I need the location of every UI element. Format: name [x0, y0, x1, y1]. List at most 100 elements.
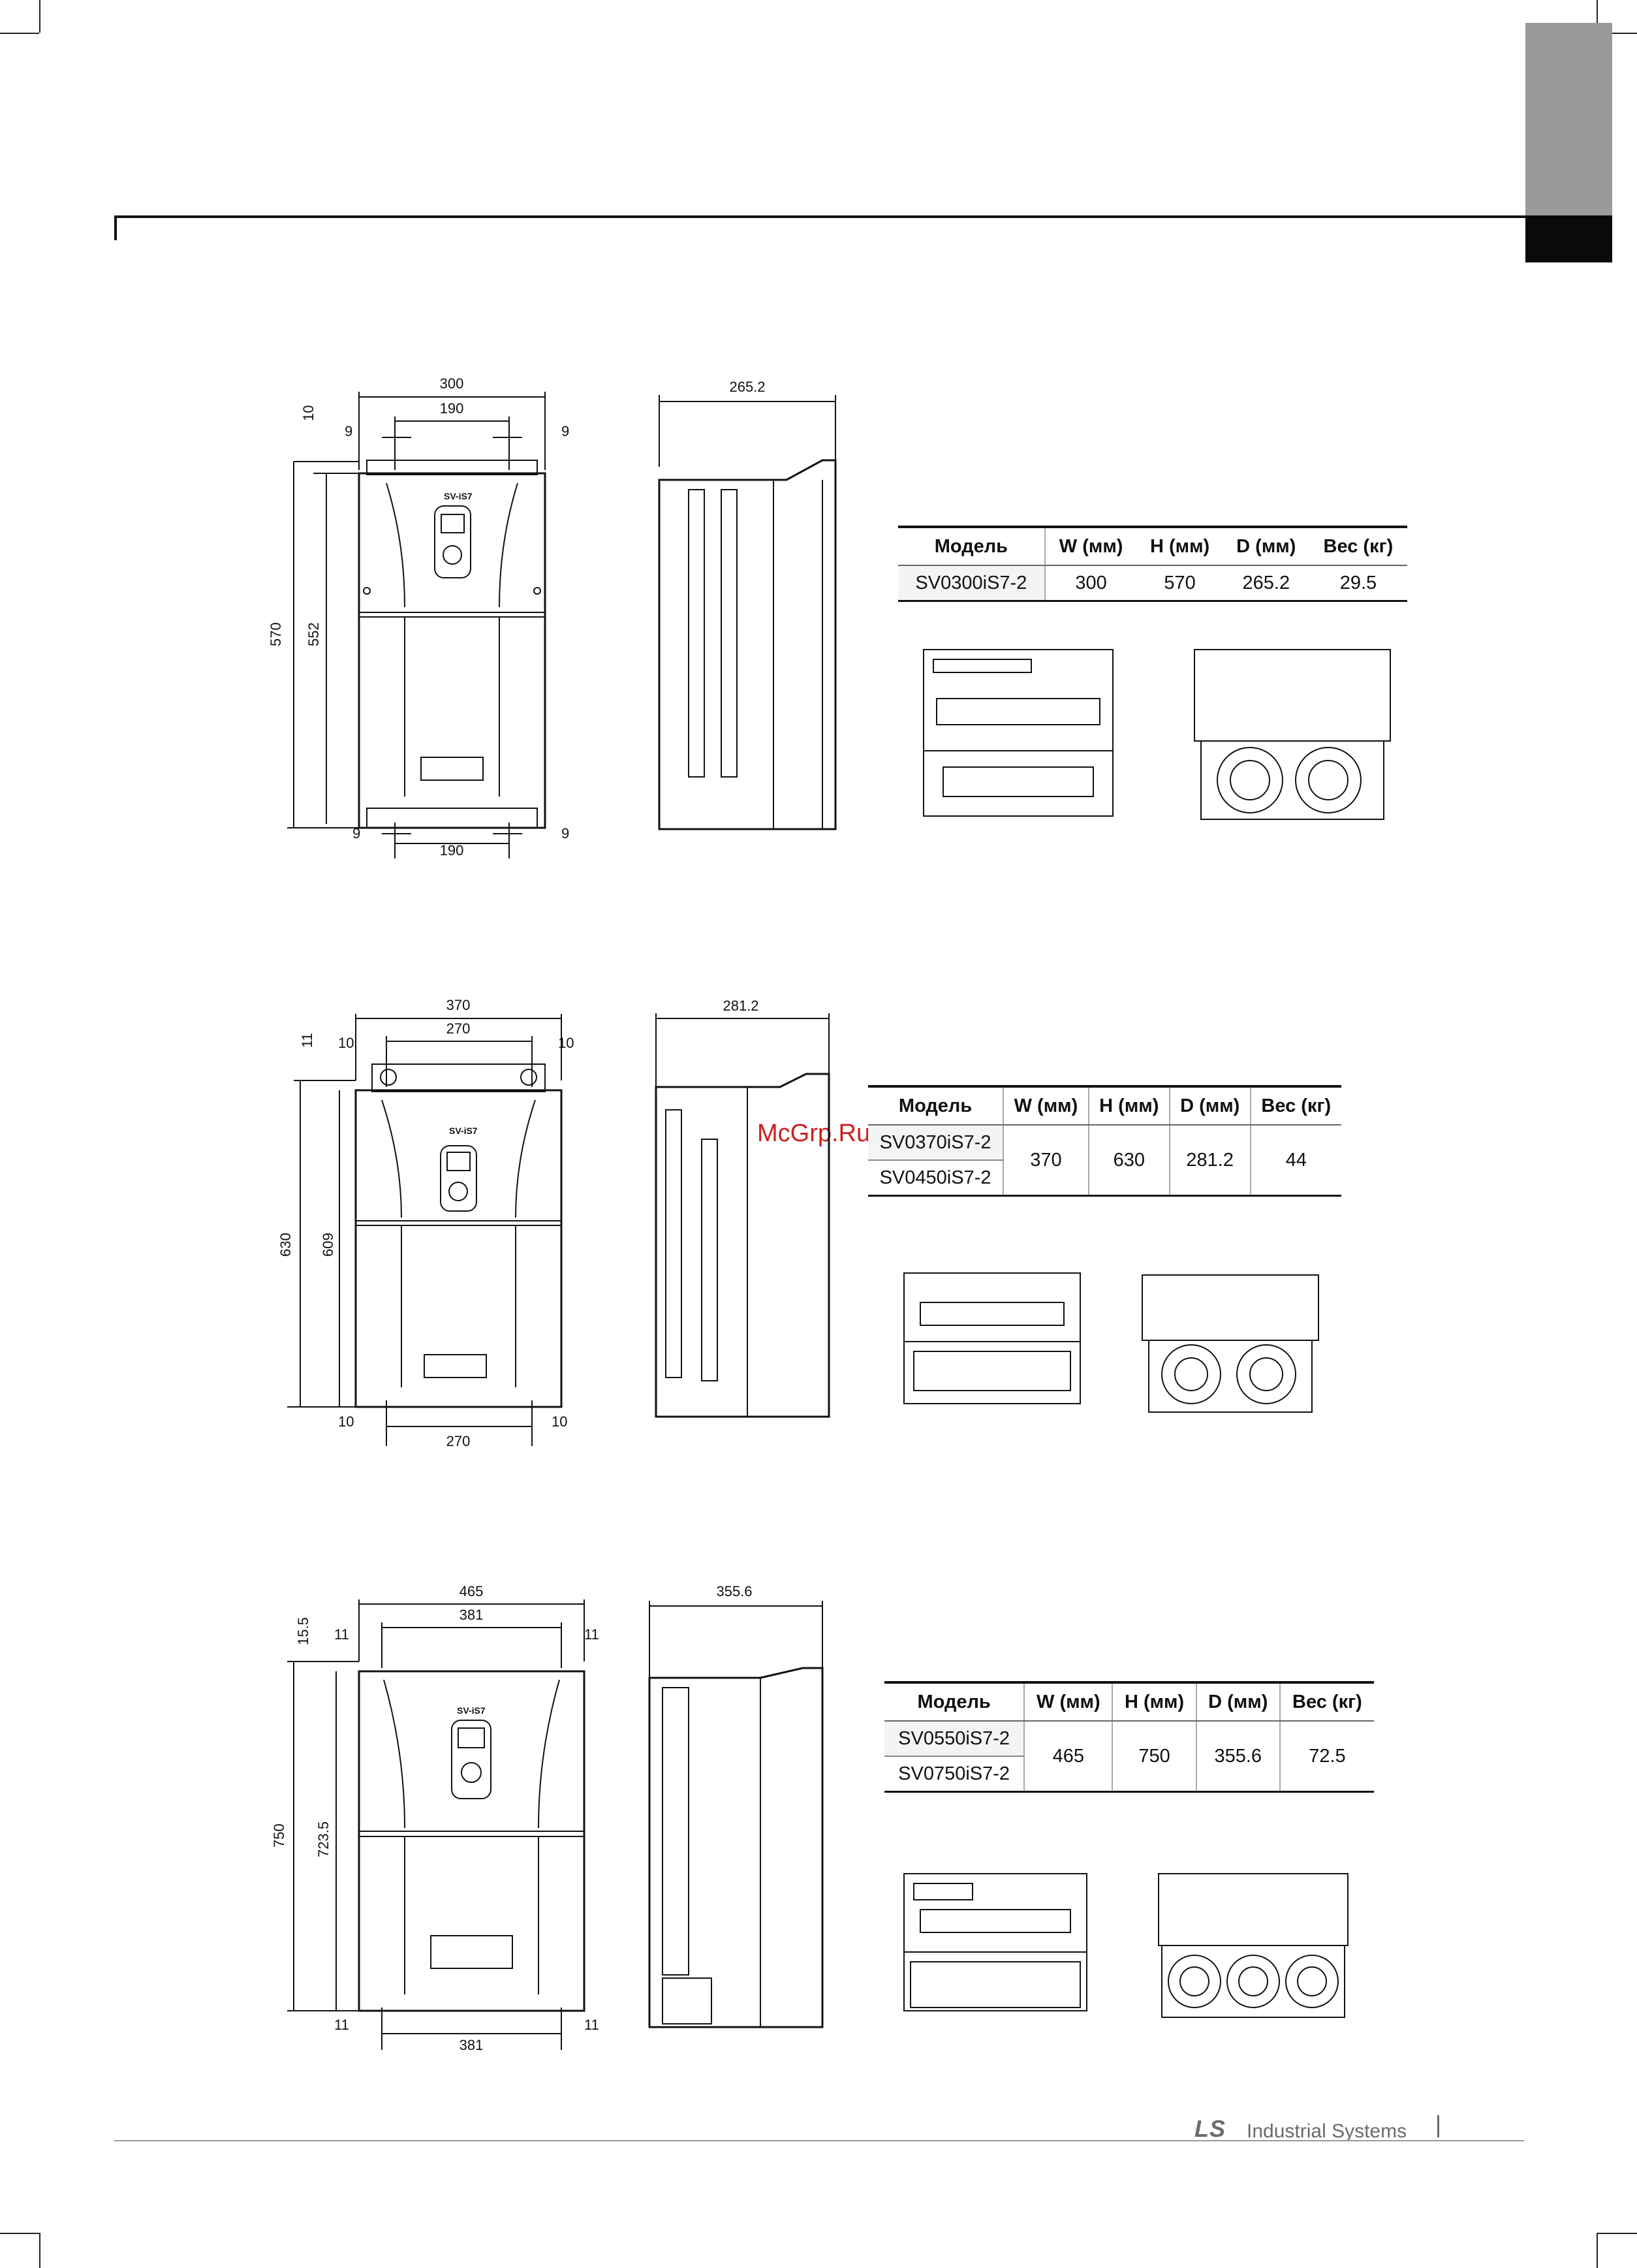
top-view-drawing-1	[923, 649, 1114, 817]
col-header-d: D (мм)	[1196, 1681, 1281, 1722]
dim-side-top-r-3: 11	[584, 1626, 599, 1643]
dim-width-3: 465	[460, 1583, 484, 1599]
crop-mark-br-h	[1598, 2233, 1637, 2234]
model-cell: SV0550iS7-2	[884, 1721, 1025, 1757]
dim-top-offset-3: 15.5	[295, 1617, 311, 1645]
side-view-drawing-3: 355.6	[648, 1583, 824, 2028]
h-cell: 750	[1112, 1721, 1197, 1793]
d-cell: 355.6	[1196, 1721, 1281, 1793]
d-cell: 281.2	[1169, 1125, 1251, 1197]
panel-label-1: SV-iS7	[444, 491, 473, 501]
ls-logo: LS	[1194, 2115, 1226, 2142]
dim-height-3: 750	[271, 1823, 287, 1848]
dim-mount-bottom-3: 381	[460, 2037, 484, 2053]
top-view-drawing-2	[903, 1272, 1081, 1404]
brand-name: Industrial Systems	[1247, 2120, 1407, 2142]
chapter-tab-black	[1525, 215, 1612, 262]
dim-mount-top-3: 381	[460, 1607, 484, 1623]
col-header-weight: Вес (кг)	[1309, 526, 1407, 566]
w-cell: 465	[1024, 1721, 1114, 1793]
side-view-drawing-1: 265.2	[658, 379, 837, 830]
table-row: SV0550iS7-2 465 750 355.6 72.5	[884, 1721, 1374, 1793]
bottom-view-drawing-2	[1142, 1274, 1319, 1413]
crop-mark-tl-v	[39, 0, 40, 33]
spec-table-2: Модель W (мм) H (мм) D (мм) Вес (кг) SV0…	[868, 1085, 1341, 1197]
col-header-w: W (мм)	[1003, 1085, 1089, 1126]
header-tick	[114, 215, 117, 240]
dim-side-top-l-1: 9	[345, 423, 352, 439]
dim-side-top-r-1: 9	[561, 423, 569, 439]
footer-rule	[114, 2140, 1524, 2141]
table-row: SV0750iS7-2	[884, 1756, 1374, 1793]
dim-side-bot-l-3: 11	[334, 2017, 349, 2033]
bottom-view-drawing-3	[1158, 1873, 1349, 2018]
side-view-drawing-2: 281.2	[655, 998, 830, 1418]
col-header-model: Модель	[898, 526, 1046, 566]
dim-width-1: 300	[440, 375, 464, 392]
dim-mount-bottom-1: 190	[440, 842, 464, 858]
spec-table-1: Модель W (мм) H (мм) D (мм) Вес (кг) SV0…	[898, 526, 1407, 602]
col-header-h: H (мм)	[1112, 1681, 1197, 1722]
dim-top-offset-1: 10	[300, 405, 317, 421]
col-header-w: W (мм)	[1044, 526, 1137, 566]
col-header-weight: Вес (кг)	[1250, 1085, 1341, 1126]
dim-height-2: 630	[277, 1233, 294, 1257]
footer-separator	[1437, 2115, 1439, 2137]
crop-mark-tr-h	[1598, 33, 1637, 34]
front-view-drawing-2: 370 270 10 10 11 630 609 SV-iS7 270 10 1…	[277, 997, 574, 1449]
spec-table-3: Модель W (мм) H (мм) D (мм) Вес (кг) SV0…	[884, 1681, 1374, 1793]
dim-side-bot-l-2: 10	[338, 1413, 354, 1430]
dim-mount-bottom-2: 270	[446, 1433, 471, 1449]
bottom-view-drawing-1	[1194, 649, 1391, 820]
col-header-h: H (мм)	[1136, 526, 1223, 566]
panel-label-2: SV-iS7	[449, 1126, 478, 1136]
col-header-model: Модель	[868, 1085, 1005, 1126]
dim-top-offset-2: 11	[299, 1033, 315, 1048]
col-header-weight: Вес (кг)	[1279, 1681, 1374, 1722]
front-view-drawing-3: 465 381 11 11 15.5 750 723.5 SV-iS7 381 …	[271, 1583, 599, 2053]
dim-depth-1: 265.2	[729, 379, 765, 395]
model-cell: SV0750iS7-2	[884, 1756, 1025, 1793]
col-header-model: Модель	[884, 1681, 1025, 1722]
chapter-tab-gray	[1525, 23, 1612, 215]
dim-depth-2: 281.2	[723, 998, 758, 1014]
weight-cell: 72.5	[1279, 1721, 1374, 1793]
crop-mark-br-v	[1597, 2233, 1598, 2268]
col-header-d: D (мм)	[1223, 526, 1309, 566]
table-row: SV0370iS7-2 370 630 281.2 44	[868, 1125, 1341, 1197]
dim-mount-top-2: 270	[446, 1020, 471, 1037]
col-header-d: D (мм)	[1169, 1085, 1251, 1126]
model-cell: SV0450iS7-2	[868, 1160, 1005, 1197]
crop-mark-bl-h	[0, 2233, 39, 2234]
crop-mark-tl-h	[0, 33, 39, 34]
w-cell: 300	[1044, 565, 1137, 602]
dim-side-bot-r-2: 10	[552, 1413, 567, 1430]
weight-cell: 29.5	[1309, 565, 1407, 602]
model-cell: SV0370iS7-2	[868, 1125, 1005, 1161]
header-rule	[114, 215, 1527, 218]
h-cell: 630	[1088, 1125, 1170, 1197]
front-view-drawing-1: 300 190 9 9 10 570 552 SV-iS7 190 9 9	[268, 375, 569, 858]
dim-side-top-l-2: 10	[338, 1035, 354, 1051]
dim-side-bot-r-3: 11	[584, 2017, 599, 2033]
h-cell: 570	[1136, 565, 1223, 602]
model-cell: SV0300iS7-2	[898, 565, 1046, 602]
dim-mount-height-2: 609	[320, 1233, 336, 1257]
dim-mount-height-1: 552	[305, 622, 322, 646]
top-view-drawing-3	[903, 1873, 1087, 2011]
dim-mount-top-1: 190	[440, 400, 464, 417]
col-header-w: W (мм)	[1024, 1681, 1114, 1722]
table-row: SV0450iS7-2	[868, 1160, 1341, 1197]
crop-mark-bl-v	[39, 2233, 40, 2268]
weight-cell: 44	[1250, 1125, 1341, 1197]
watermark: McGrp.Ru	[757, 1120, 871, 1147]
dim-side-bot-l-1: 9	[352, 825, 360, 842]
dim-height-1: 570	[268, 622, 284, 646]
table-row: SV0300iS7-2 300 570 265.2 29.5	[898, 565, 1407, 602]
col-header-h: H (мм)	[1088, 1085, 1170, 1126]
dim-side-bot-r-1: 9	[561, 825, 569, 842]
dim-width-2: 370	[446, 997, 471, 1013]
dim-mount-height-3: 723.5	[315, 1821, 332, 1857]
panel-label-3: SV-iS7	[457, 1705, 486, 1716]
dim-side-top-l-3: 11	[334, 1626, 349, 1643]
